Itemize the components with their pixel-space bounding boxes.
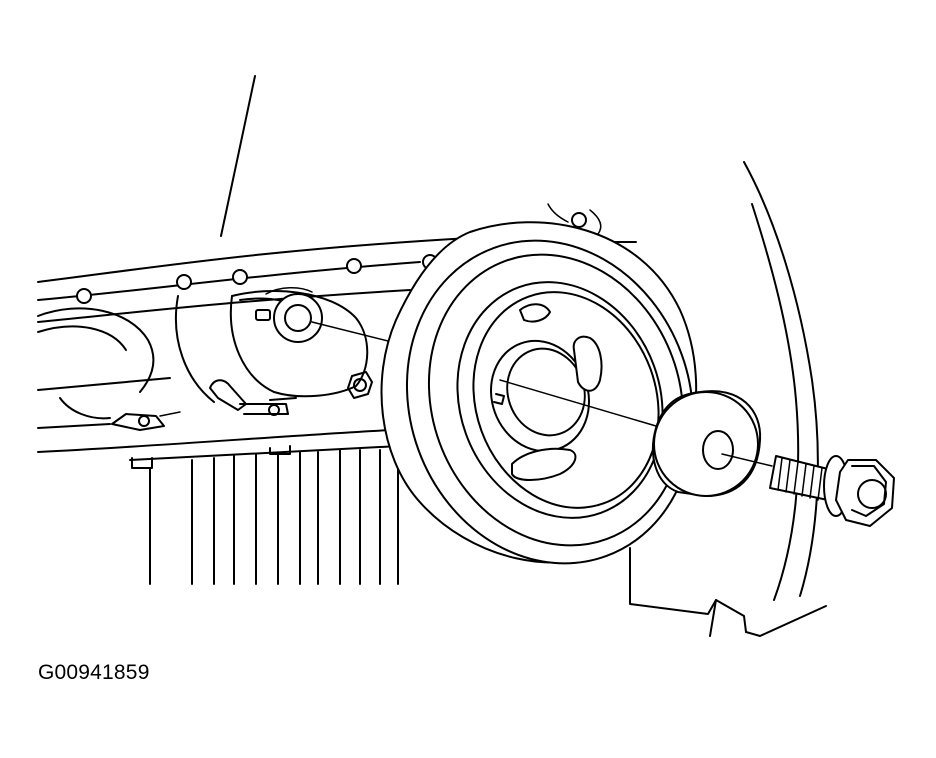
figure-id-label: G00941859 — [38, 661, 150, 684]
body-side-panel — [630, 162, 826, 636]
crankshaft-pulley — [362, 200, 737, 604]
pulley-bolt — [770, 456, 894, 526]
pulley-washer — [653, 391, 772, 496]
oil-pan — [130, 446, 400, 584]
